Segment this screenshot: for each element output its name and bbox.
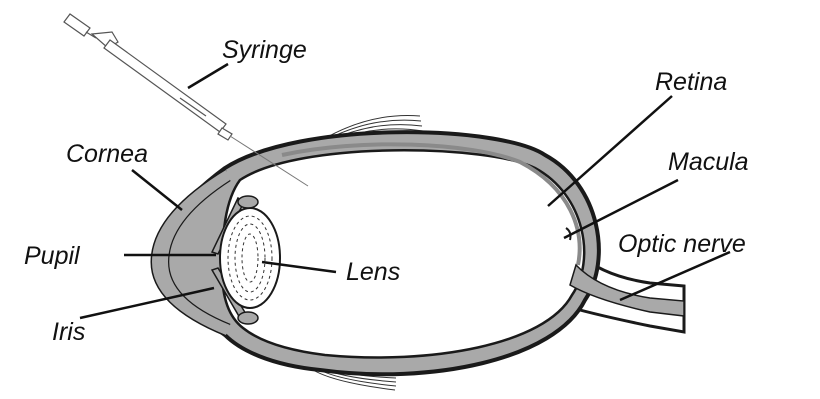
cornea-leader	[132, 170, 182, 210]
ciliary-body-top	[238, 196, 258, 208]
retina-leader	[548, 96, 672, 206]
syringe-leader	[188, 64, 228, 88]
label-cornea: Cornea	[66, 140, 148, 168]
label-iris: Iris	[52, 318, 85, 346]
label-optic-nerve: Optic nerve	[618, 230, 746, 258]
label-macula: Macula	[668, 148, 749, 176]
label-lens: Lens	[346, 258, 400, 286]
ciliary-body-bottom	[238, 312, 258, 324]
lens	[220, 208, 280, 308]
label-pupil: Pupil	[24, 242, 81, 270]
label-syringe: Syringe	[222, 36, 307, 64]
label-retina: Retina	[655, 68, 727, 96]
